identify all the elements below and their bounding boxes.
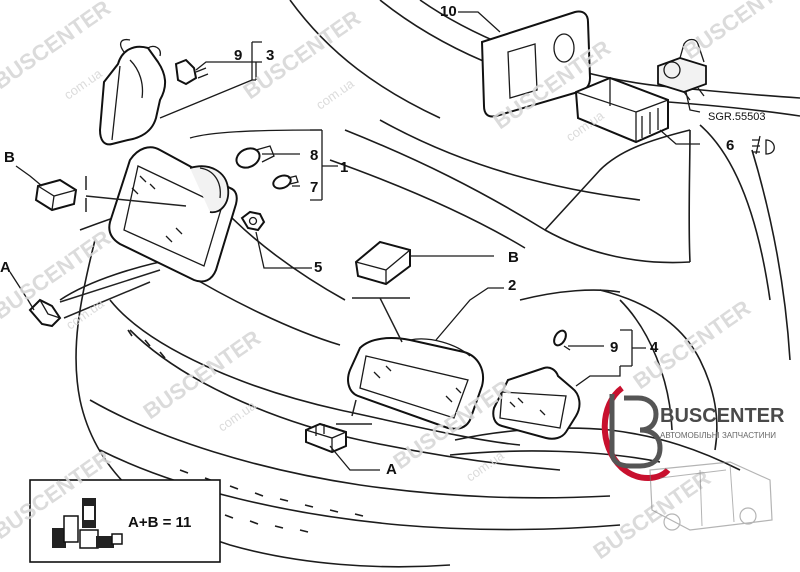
watermark-domain-2: com.ua [313,75,357,112]
part-4-indicator [492,366,581,440]
part-2-foglamp [336,297,484,430]
part-9-bulb-right [553,329,571,351]
part-3-housing [98,38,166,146]
label-sgr: SGR.55503 [708,111,765,123]
bulb-holder-sgr [657,38,707,101]
buscenter-logo: BUSCENTER АВТОМОБІЛЬНІ ЗАПЧАСТИНИ [601,385,785,531]
clip-a-bottom [305,422,347,454]
callout-10: 10 [440,3,457,20]
callout-4: 4 [650,339,659,356]
part-6-connector [574,76,669,144]
watermark-domain-5: com.ua [63,295,107,332]
light-symbol-icon [752,135,775,155]
legend-formula: A+B = 11 [128,514,191,531]
watermark-domain-6: com.ua [215,397,259,434]
clip-b-top [34,178,78,212]
callout-2: 2 [508,277,516,294]
clip-kit-icon [52,498,123,549]
callout-7: 7 [310,179,318,196]
part-5-nut [240,210,266,232]
callout-a-left: A [0,259,11,276]
part-1-headlamp [85,146,238,283]
watermark-brand-4: BUSCENTER [679,0,800,64]
clip-a-left [28,269,161,328]
callout-b-top: B [4,149,15,166]
logo-brand: BUSCENTER [660,405,785,427]
part-7-bulb [272,174,299,190]
part-8-bulb [235,145,275,169]
logo-tagline: АВТОМОБІЛЬНІ ЗАПЧАСТИНИ [660,431,776,440]
watermark-domain-1: com.ua [61,65,105,102]
callout-b-mid: B [508,249,519,266]
callout-5: 5 [314,259,322,276]
legend-box: A+B = 11 [29,479,221,563]
leader-lines [9,11,701,471]
callout-8: 8 [310,147,318,164]
clip-b-mid [354,240,411,286]
callout-6: 6 [726,137,734,154]
watermark-brand-8: BUSCENTER [629,295,756,394]
callout-1: 1 [340,159,348,176]
callout-a-bottom: A [386,461,397,478]
callout-9-right: 9 [610,339,618,356]
callout-9-top: 9 [234,47,242,64]
part-9-bulb-top [174,58,209,86]
callout-3: 3 [266,47,274,64]
bus-sketch [649,461,773,531]
